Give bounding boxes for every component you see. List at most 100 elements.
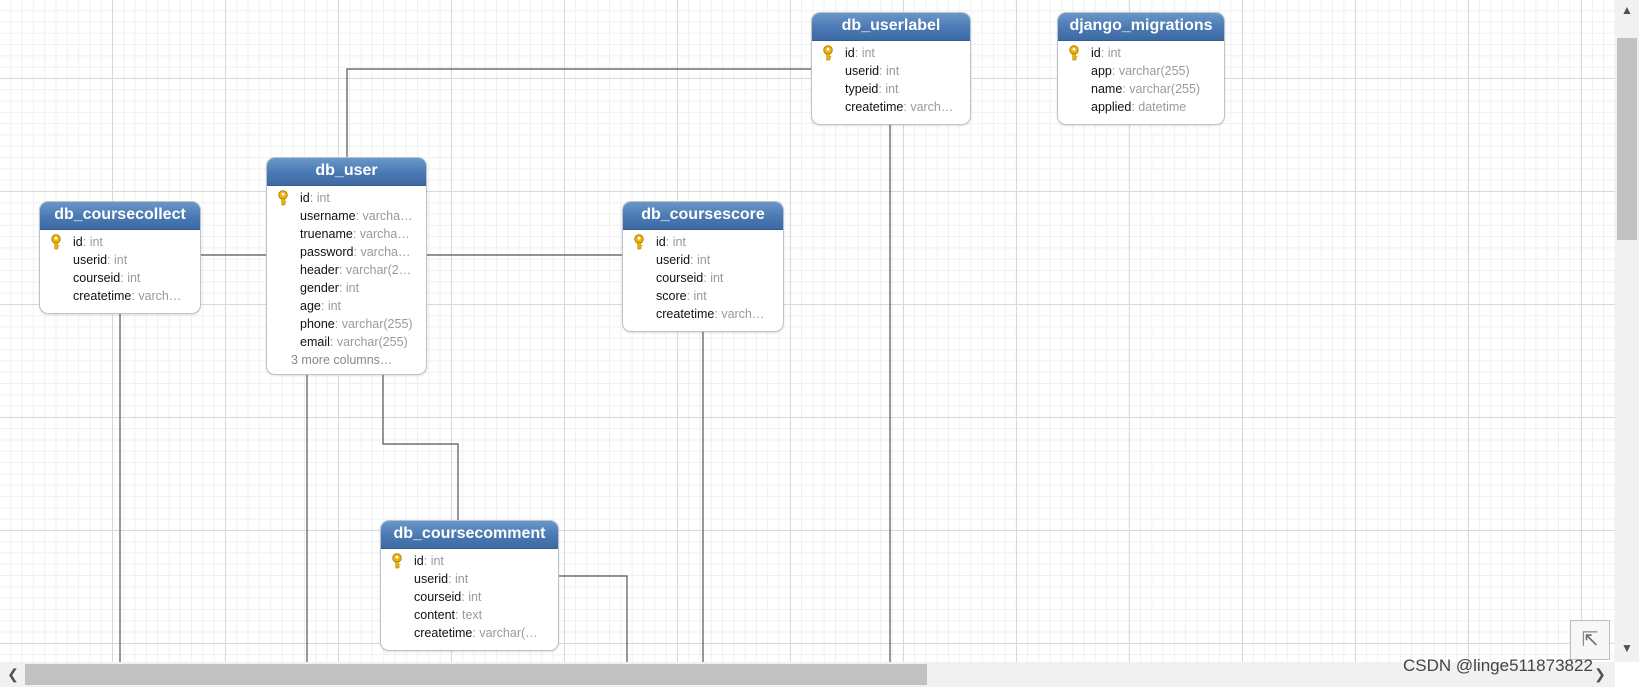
column-row[interactable]: username: varcha…: [267, 207, 426, 225]
table-title[interactable]: db_coursecomment: [381, 521, 558, 549]
column-row[interactable]: createtime: varchar(…: [381, 624, 558, 642]
column-type: varchar(255): [336, 335, 408, 349]
column-separator: :: [1111, 64, 1119, 78]
table-title[interactable]: db_coursecollect: [40, 202, 200, 230]
column-type: int: [345, 281, 360, 295]
column-separator: :: [665, 235, 673, 249]
column-separator: :: [686, 289, 694, 303]
column-name: applied: [1091, 100, 1132, 114]
column-type: int: [1107, 46, 1121, 60]
arrow-up-left-icon: ⇱: [1581, 629, 1599, 651]
column-name: id: [414, 554, 424, 568]
column-row[interactable]: userid: int: [812, 62, 970, 80]
column-row[interactable]: age: int: [267, 297, 426, 315]
column-row[interactable]: createtime: varch…: [40, 287, 200, 305]
table-title[interactable]: db_user: [267, 158, 426, 186]
column-type: text: [461, 608, 483, 622]
vertical-scroll-thumb[interactable]: [1617, 38, 1637, 240]
table-title[interactable]: db_userlabel: [812, 13, 970, 41]
fit-view-button[interactable]: ⇱: [1570, 620, 1610, 660]
column-name: courseid: [73, 271, 121, 285]
column-separator: :: [448, 572, 455, 586]
column-separator: :: [1131, 100, 1139, 114]
column-row[interactable]: id: int: [623, 233, 783, 251]
column-separator: :: [703, 271, 711, 285]
column-type: int: [672, 235, 686, 249]
column-row[interactable]: courseid: int: [381, 588, 558, 606]
column-row[interactable]: name: varchar(255): [1058, 80, 1224, 98]
column-name: typeid: [845, 82, 879, 96]
column-name: score: [656, 289, 687, 303]
column-name: userid: [73, 253, 108, 267]
column-row[interactable]: email: varchar(255): [267, 333, 426, 351]
column-separator: :: [338, 281, 346, 295]
column-name: password: [300, 245, 354, 259]
column-separator: :: [353, 245, 361, 259]
horizontal-scroll-thumb[interactable]: [25, 664, 927, 685]
vertical-scrollbar[interactable]: ▲ ▼: [1615, 0, 1639, 662]
column-row[interactable]: truename: varcha…: [267, 225, 426, 243]
column-row[interactable]: userid: int: [623, 251, 783, 269]
column-type: varcha…: [362, 209, 413, 223]
column-row[interactable]: gender: int: [267, 279, 426, 297]
column-separator: :: [423, 554, 431, 568]
column-separator: :: [1100, 46, 1108, 60]
key-icon: [392, 553, 402, 569]
column-row[interactable]: courseid: int: [623, 269, 783, 287]
chevron-up-icon[interactable]: ▲: [1621, 3, 1633, 17]
column-row[interactable]: createtime: varch…: [812, 98, 970, 116]
column-name: createtime: [414, 626, 473, 640]
column-name: age: [300, 299, 321, 313]
horizontal-scrollbar[interactable]: ❮ ❯: [0, 662, 1615, 687]
column-row[interactable]: userid: int: [40, 251, 200, 269]
column-name: createtime: [73, 289, 132, 303]
column-row[interactable]: content: text: [381, 606, 558, 624]
column-name: userid: [656, 253, 691, 267]
column-name: id: [656, 235, 666, 249]
column-separator: :: [878, 82, 886, 96]
column-name: courseid: [414, 590, 462, 604]
column-row[interactable]: header: varchar(2…: [267, 261, 426, 279]
column-row[interactable]: userid: int: [381, 570, 558, 588]
chevron-right-icon[interactable]: ❯: [1594, 666, 1606, 682]
column-separator: :: [82, 235, 90, 249]
column-row[interactable]: id: int: [812, 44, 970, 62]
column-type: int: [710, 271, 724, 285]
column-type: int: [693, 289, 707, 303]
chevron-left-icon[interactable]: ❮: [7, 666, 19, 682]
column-type: int: [114, 253, 128, 267]
column-name: userid: [845, 64, 880, 78]
column-row[interactable]: id: int: [1058, 44, 1224, 62]
more-columns-link[interactable]: 3 more columns…: [291, 353, 393, 367]
column-row[interactable]: applied: datetime: [1058, 98, 1224, 116]
column-row[interactable]: createtime: varch…: [623, 305, 783, 323]
column-type: int: [468, 590, 482, 604]
column-name: name: [1091, 82, 1123, 96]
column-row[interactable]: id: int: [267, 189, 426, 207]
column-name: header: [300, 263, 339, 277]
column-row[interactable]: id: int: [381, 552, 558, 570]
column-row[interactable]: id: int: [40, 233, 200, 251]
column-row[interactable]: score: int: [623, 287, 783, 305]
table-title[interactable]: django_migrations: [1058, 13, 1224, 41]
column-row[interactable]: password: varcha…: [267, 243, 426, 261]
column-row[interactable]: phone: varchar(255): [267, 315, 426, 333]
table-title[interactable]: db_coursescore: [623, 202, 783, 230]
column-type: int: [316, 191, 330, 205]
column-separator: :: [854, 46, 862, 60]
column-row[interactable]: courseid: int: [40, 269, 200, 287]
column-row[interactable]: app: varchar(255): [1058, 62, 1224, 80]
column-row[interactable]: typeid: int: [812, 80, 970, 98]
chevron-down-icon[interactable]: ▼: [1621, 641, 1633, 655]
